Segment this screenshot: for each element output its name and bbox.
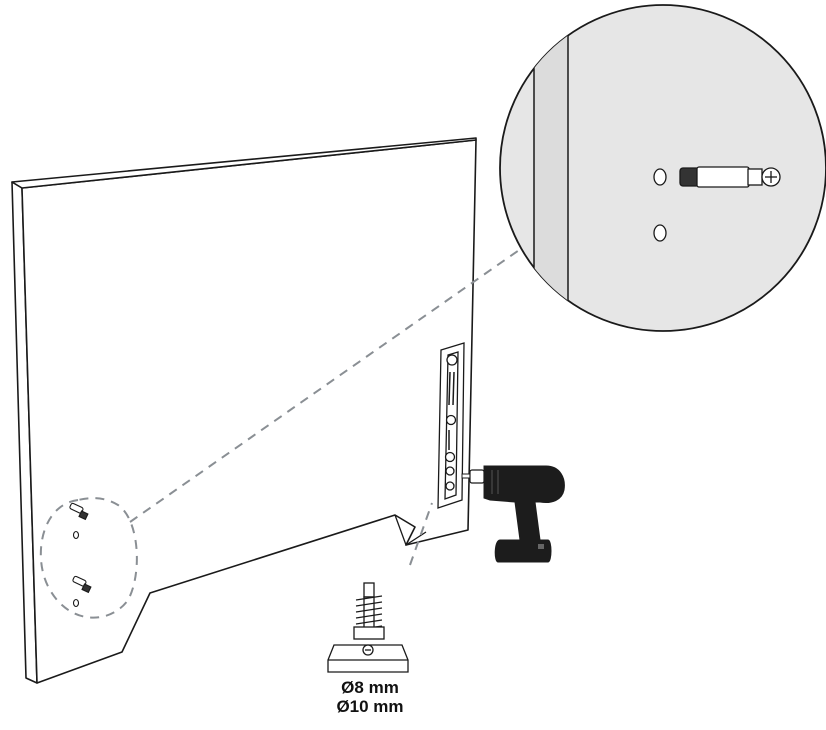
- panel: [11, 137, 477, 684]
- magnifier: [499, 4, 826, 332]
- dowel-pin-lower: [72, 575, 92, 608]
- spring-bolt: [327, 582, 409, 673]
- dimension-label-8mm: Ø8 mm: [341, 678, 399, 697]
- power-drill-icon: [461, 465, 565, 563]
- leader-lines: [39, 247, 523, 619]
- dowel-pin-detail: [679, 166, 781, 188]
- dowel-pin-upper: [69, 502, 89, 540]
- dimension-label-10mm: Ø10 mm: [336, 697, 404, 716]
- mounting-rail: [437, 342, 465, 509]
